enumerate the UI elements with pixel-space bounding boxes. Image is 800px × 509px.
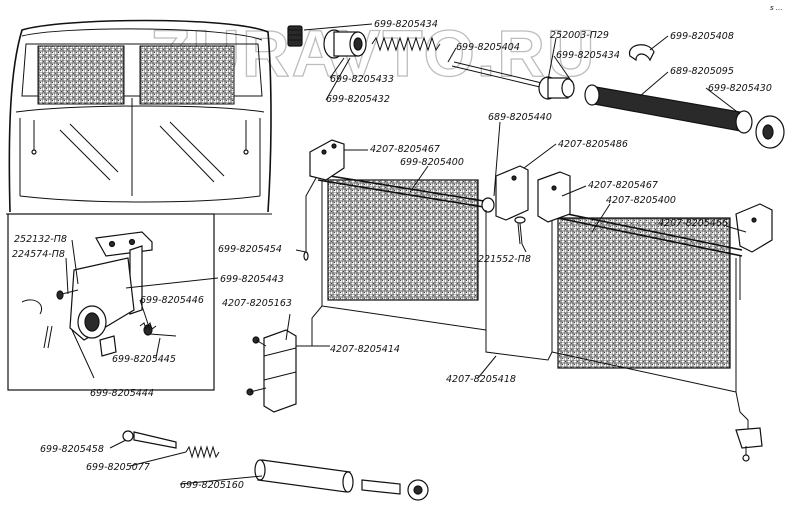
part-label: 4207-8205418 <box>446 374 516 385</box>
right-shade-assembly <box>537 171 773 462</box>
part-label: 4207-8205466 <box>658 218 728 229</box>
inset-detail <box>7 213 215 391</box>
part-label: 699-8205454 <box>218 244 282 255</box>
corner-mark: s ... <box>770 4 783 12</box>
part-labels: 699-8205434 699-8205404 252003-П29 699-8… <box>12 19 772 491</box>
part-label: 4207-8205486 <box>558 139 628 150</box>
part-label: 699-8205458 <box>40 444 104 455</box>
part-label: 699-8205430 <box>708 83 772 94</box>
part-label: 252132-П8 <box>14 234 67 245</box>
part-label: 699-8205443 <box>220 274 284 285</box>
part-label: 252003-П29 <box>550 30 609 41</box>
leader-lines <box>65 23 747 485</box>
part-label: 699-8205404 <box>456 42 520 53</box>
part-label: 699-8205077 <box>86 462 150 473</box>
part-label: 699-8205433 <box>330 74 394 85</box>
roller-parts-row <box>287 25 785 149</box>
part-label: 689-8205095 <box>670 66 734 77</box>
windshield-view <box>6 19 272 215</box>
part-label: 689-8205440 <box>488 112 552 123</box>
part-label: 699-8205445 <box>112 354 176 365</box>
bottom-rod-parts <box>122 430 429 501</box>
part-label: 699-8205160 <box>180 480 244 491</box>
part-label: 699-8205400 <box>400 157 464 168</box>
part-label: 4207-8205467 <box>370 144 440 155</box>
part-label: 221552-П8 <box>478 254 531 265</box>
bracket-4207-8205163 <box>246 329 297 413</box>
part-label: 699-8205446 <box>140 295 204 306</box>
part-label: 4207-8205400 <box>606 195 676 206</box>
part-label: 4207-8205414 <box>330 344 400 355</box>
part-label: 4207-8205163 <box>222 298 292 309</box>
connecting-rod <box>485 330 553 361</box>
part-label: 699-8205434 <box>556 50 620 61</box>
part-label: 4207-8205467 <box>588 180 658 191</box>
part-label: 224574-П8 <box>12 249 65 260</box>
part-label: 699-8205434 <box>374 19 438 30</box>
part-label: 699-8205444 <box>90 388 154 399</box>
part-label: 699-8205432 <box>326 94 390 105</box>
lower-rod <box>296 305 323 347</box>
part-label: 699-8205408 <box>670 31 734 42</box>
left-shade-assembly <box>303 139 529 331</box>
bolt-221552 <box>514 216 526 245</box>
